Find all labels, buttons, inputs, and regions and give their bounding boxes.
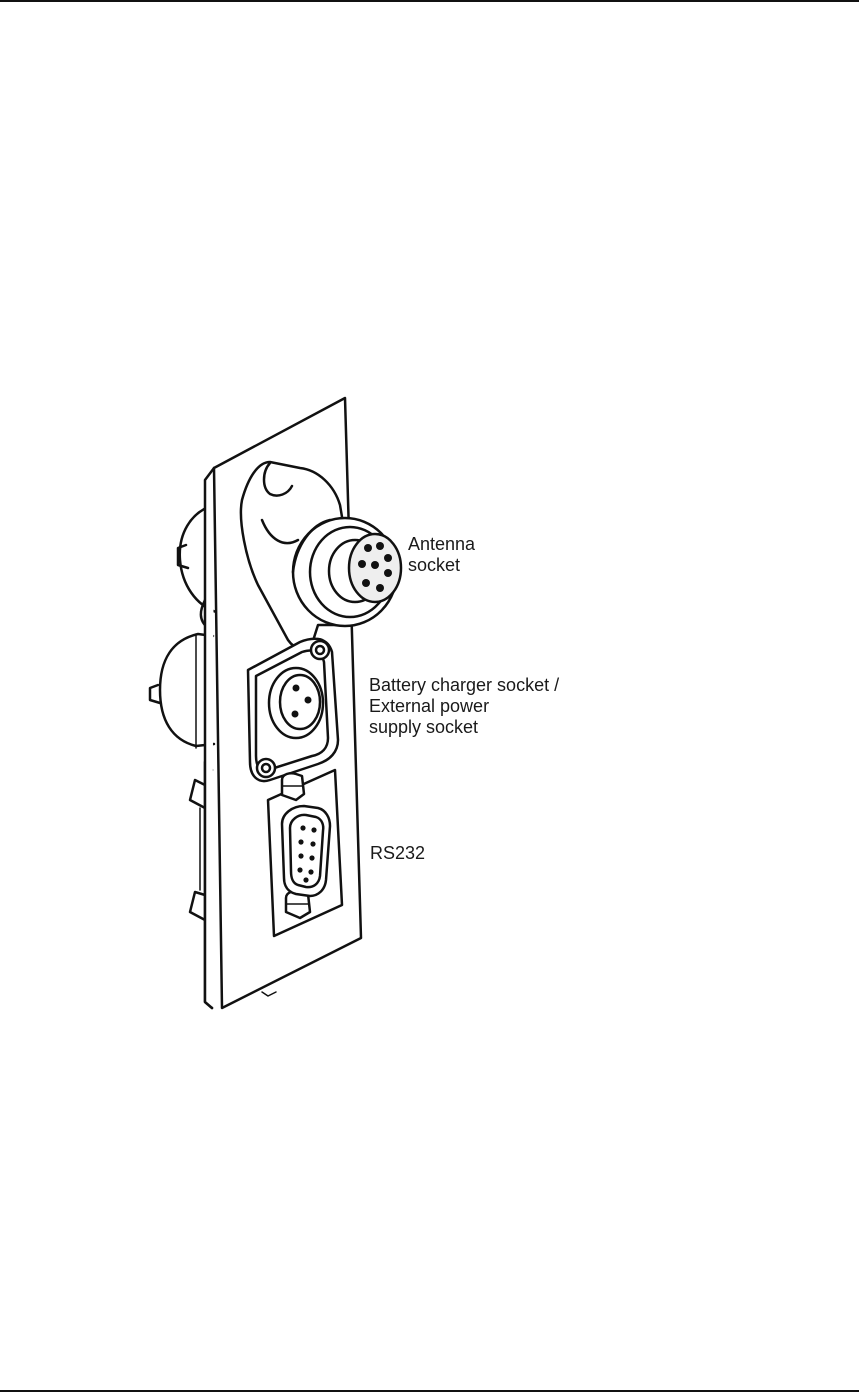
panel-standoff xyxy=(262,992,276,996)
charger-label-line1: Battery charger socket / xyxy=(369,675,559,696)
rs232-label: RS232 xyxy=(370,843,425,864)
panel-side-edge xyxy=(205,468,214,1008)
footer-rule xyxy=(0,1390,859,1392)
antenna-label-line2: socket xyxy=(408,555,475,576)
charger-socket-label: Battery charger socket / External power … xyxy=(369,675,559,738)
charger-label-line3: supply socket xyxy=(369,717,559,738)
antenna-label-line1: Antenna xyxy=(408,534,475,555)
charger-label-line2: External power xyxy=(369,696,559,717)
antenna-socket-label: Antenna socket xyxy=(408,534,475,576)
